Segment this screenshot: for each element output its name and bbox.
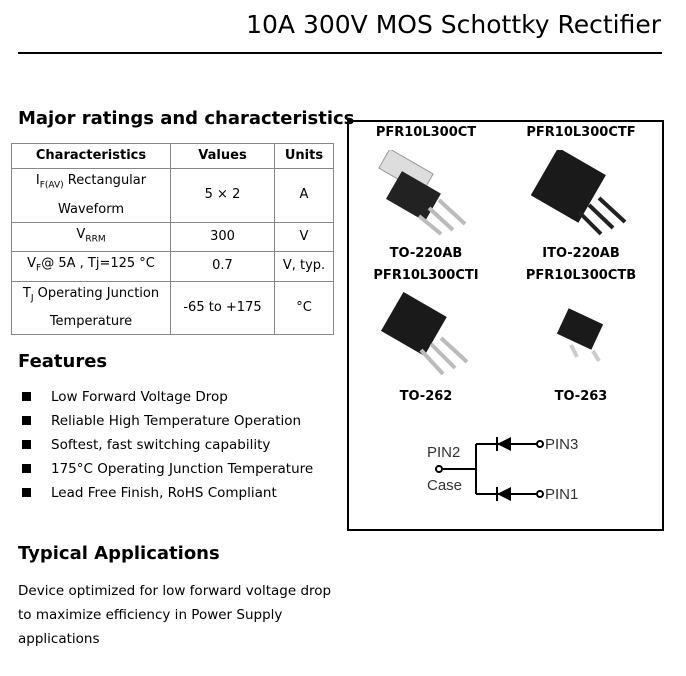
pin2-label: PIN2 (427, 444, 460, 461)
feature-text: Reliable High Temperature Operation (51, 413, 302, 429)
char-text: Rectangular Waveform (58, 173, 147, 217)
value-cell: 5 × 2 (170, 168, 275, 223)
to262-package-image (380, 292, 469, 376)
bullet-icon (22, 488, 31, 497)
part-number: PFR10L300CTI (373, 268, 479, 283)
part-number: PFR10L300CT (375, 125, 477, 140)
page-title: 10A 300V MOS Schottky Rectifier (246, 10, 661, 39)
ratings-table: Characteristics Values Units IF(AV) Rect… (11, 143, 334, 336)
unit-cell: V, typ. (274, 251, 334, 282)
applications-heading: Typical Applications (18, 543, 220, 564)
feature-item: Reliable High Temperature Operation (22, 413, 301, 429)
package-name: ITO-220AB (542, 246, 620, 261)
subscript: F (36, 263, 42, 274)
table-row: TJ Operating Junction Temperature-65 to … (11, 280, 334, 336)
package-name: TO-262 (399, 389, 453, 404)
header-cell: Characteristics (11, 143, 171, 169)
part-number: PFR10L300CTB (525, 268, 637, 283)
features-heading: Features (18, 351, 108, 372)
table-header-row: Characteristics Values Units (11, 143, 334, 169)
unit-cell: V (274, 221, 334, 253)
value-cell: 0.7 (170, 251, 275, 282)
char-cell: IF(AV) Rectangular Waveform (11, 168, 171, 223)
packages-box: PFR10L300CT PFR10L300CTF TO-220AB ITO-22… (347, 120, 664, 531)
feature-item: Softest, fast switching capability (22, 437, 270, 453)
char-cell: VRRM (11, 221, 171, 253)
ito220ab-package-image (530, 150, 627, 236)
symbol: V (76, 226, 86, 242)
symbol: I (35, 173, 40, 188)
subscript: F(AV) (39, 180, 64, 191)
title-rule (18, 52, 662, 54)
feature-text: Lead Free Finish, RoHS Compliant (51, 485, 277, 501)
bullet-icon (22, 392, 31, 401)
case-label: Case (427, 477, 462, 494)
header-cell: Units (274, 143, 334, 169)
applications-text: Device optimized for low forward voltage… (18, 583, 332, 647)
pin1-label: PIN1 (545, 486, 578, 503)
package-name: TO-220AB (389, 246, 463, 261)
subscript: RRM (85, 234, 106, 245)
feature-item: Lead Free Finish, RoHS Compliant (22, 485, 277, 501)
feature-item: 175°C Operating Junction Temperature (22, 461, 313, 477)
diode-icon (497, 487, 511, 501)
feature-item: Low Forward Voltage Drop (22, 389, 228, 405)
value-cell: -65 to +175 (170, 280, 275, 336)
feature-text: Softest, fast switching capability (51, 437, 271, 453)
feature-text: 175°C Operating Junction Temperature (51, 461, 314, 477)
bullet-icon (22, 440, 31, 449)
common-cathode-schematic: PIN2 Case PIN3 PIN1 (427, 436, 578, 503)
package-name: TO-263 (554, 389, 608, 404)
ratings-heading: Major ratings and characteristics (18, 108, 355, 129)
to220ab-package-image (378, 150, 467, 236)
to263-package-image (556, 308, 604, 363)
symbol: V (27, 256, 37, 272)
char-cell: VF@ 5A , Tj=125 °C (11, 251, 171, 282)
char-text: @ 5A , Tj=125 °C (41, 256, 155, 272)
char-cell: TJ Operating Junction Temperature (11, 280, 171, 336)
unit-cell: °C (274, 280, 334, 336)
feature-text: Low Forward Voltage Drop (51, 389, 228, 405)
bullet-icon (22, 464, 31, 473)
symbol: T (22, 285, 31, 301)
part-number: PFR10L300CTF (526, 125, 636, 140)
bullet-icon (22, 416, 31, 425)
pin3-label: PIN3 (545, 436, 578, 453)
diode-icon (497, 437, 511, 451)
header-cell: Values (170, 143, 275, 169)
subscript: J (30, 293, 34, 304)
value-cell: 300 (170, 221, 275, 253)
char-text: Operating Junction Temperature (33, 285, 160, 330)
unit-cell: A (274, 168, 334, 223)
